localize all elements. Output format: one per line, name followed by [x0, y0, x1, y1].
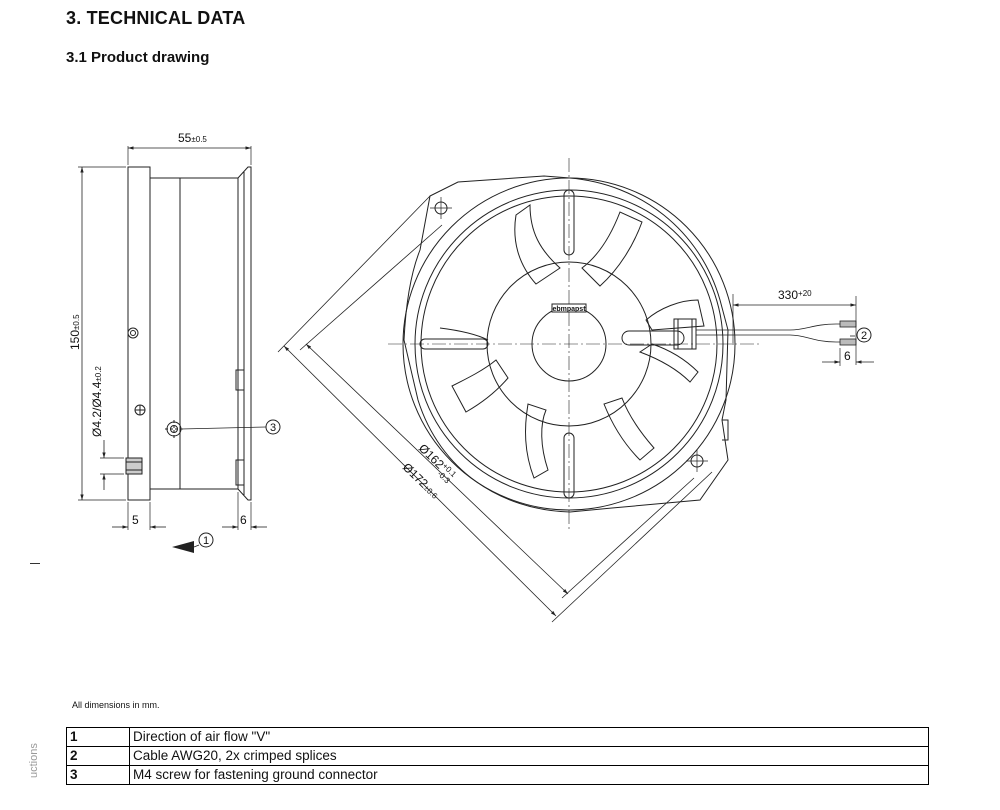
legend-table: 1 Direction of air flow "V" 2 Cable AWG2…	[66, 727, 929, 785]
svg-text:2: 2	[861, 330, 867, 342]
legend-text: Cable AWG20, 2x crimped splices	[129, 746, 929, 766]
brand-label: ebmpapst	[552, 306, 586, 313]
dim-height-label: 150±0.5	[68, 314, 82, 350]
mounting-hole-top-left	[430, 197, 452, 219]
diameter-dimensions	[277, 195, 713, 623]
table-row: 3 M4 screw for fastening ground connecto…	[66, 765, 929, 785]
svg-text:3: 3	[270, 422, 276, 434]
callout-3: 3	[265, 419, 281, 435]
callout-1: 1	[198, 532, 214, 548]
table-row: 1 Direction of air flow "V"	[66, 727, 929, 747]
subsection-title: 3.1 Product drawing	[66, 49, 210, 66]
airflow-arrow	[172, 541, 194, 553]
margin-text: uctions	[28, 743, 40, 778]
dim-hole-label: Ø4.2/Ø4.4±0.2	[90, 366, 104, 437]
dim-width-label: 55±0.5	[178, 131, 207, 145]
callout-2: 2	[856, 327, 872, 343]
mounting-hole-bottom-right	[686, 450, 708, 472]
side-view-labels: 55±0.5 150±0.5 Ø4.2/Ø4.4±0.2 5 6	[68, 131, 247, 527]
legend-num: 3	[66, 765, 130, 785]
legend-num: 1	[66, 727, 130, 747]
svg-text:1: 1	[203, 535, 209, 547]
dim-cable-label: 330+20	[778, 288, 812, 302]
dimensions-note: All dimensions in mm.	[72, 700, 160, 710]
dim-left-gap-label: 5	[132, 513, 139, 527]
cable	[696, 320, 857, 346]
dim-right-gap-label: 6	[240, 513, 247, 527]
legend-text: Direction of air flow "V"	[129, 727, 929, 747]
side-screw	[127, 327, 183, 438]
legend-num: 2	[66, 746, 130, 766]
side-view	[78, 146, 267, 553]
product-drawing: 55±0.5 150±0.5 Ø4.2/Ø4.4±0.2 5 6 3 1	[68, 131, 874, 623]
table-row: 2 Cable AWG20, 2x crimped splices	[66, 746, 929, 766]
section-title: 3. TECHNICAL DATA	[66, 8, 246, 28]
dim-splice-label: 6	[844, 349, 851, 363]
margin-mark	[30, 563, 40, 564]
legend-text: M4 screw for fastening ground connector	[129, 765, 929, 785]
